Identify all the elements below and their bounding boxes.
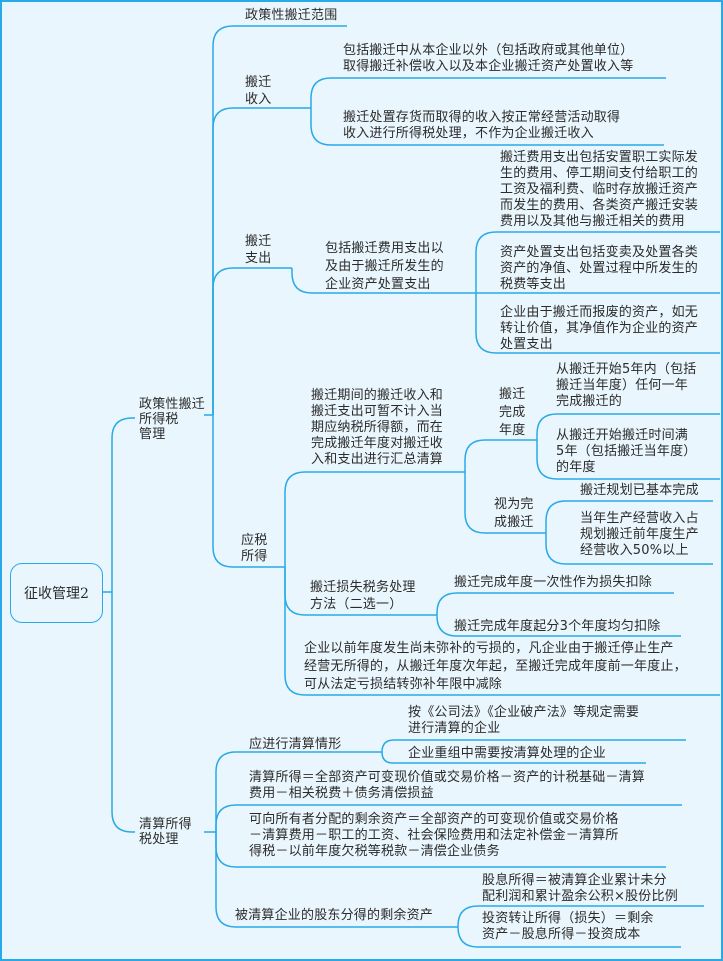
node-income-item-1[interactable]: 包括搬迁中从本企业以外（包括政府或其他单位） 取得搬迁补偿收入以及本企业搬迁资产…	[343, 43, 634, 74]
node-liquidation-income-formula[interactable]: 清算所得＝全部资产可变现价值或交易价格－资产的计税基础－清算 费用－相关税费＋债…	[249, 770, 646, 801]
node-expense-item-3[interactable]: 企业由于搬迁而报废的资产，如无 转让价值，其净值作为企业的资产 处置支出	[500, 305, 699, 352]
node-case-item-2[interactable]: 企业重组中需要按清算处理的企业	[408, 746, 607, 761]
connector-line	[111, 417, 135, 592]
node-deemed-item-1[interactable]: 搬迁规划已基本完成	[580, 483, 699, 498]
node-completion-year[interactable]: 搬迁 完成 年度	[499, 387, 526, 438]
connector-line	[545, 533, 713, 565]
connector-line	[457, 926, 681, 948]
node-shareholders[interactable]: 被清算企业的股东分得的剩余资产	[235, 908, 434, 923]
node-deemed-complete[interactable]: 视为完 成搬迁	[494, 497, 534, 530]
connector-line	[215, 832, 458, 928]
connector-line	[436, 592, 674, 615]
connector-line	[284, 471, 465, 567]
connector-line	[212, 25, 347, 415]
connector-line	[215, 804, 682, 832]
node-shareholder-item-2[interactable]: 投资转让所得（损失）＝剩余 资产－股息所得－投资成本	[482, 911, 654, 942]
node-loss-item-1[interactable]: 搬迁完成年度一次性作为损失扣除	[454, 575, 653, 590]
node-deemed-item-2[interactable]: 当年生产经营收入占 规划搬迁前年度生产 经营收入50%以上	[580, 511, 699, 558]
node-completion-item-1[interactable]: 从搬迁开始5年内（包括 搬迁当年度）任何一年 完成搬迁的	[556, 362, 697, 409]
node-case-item-1[interactable]: 按《公司法》《企业破产法》等规定需要 进行清算的企业	[408, 705, 640, 736]
node-relocation-income[interactable]: 搬迁 收入	[245, 75, 272, 107]
connector-line	[536, 440, 720, 480]
connector-line	[310, 108, 664, 146]
connector-line	[381, 739, 686, 753]
node-distributable-formula[interactable]: 可向所有者分配的剩余资产＝全部资产的可变现价值或交易价格 －清算费用－职工的工资…	[249, 812, 619, 859]
connector-line	[436, 615, 681, 637]
node-deferral[interactable]: 搬迁期间的搬迁收入和 搬迁支出可暂不计入当 期应纳税所得额，而在 完成搬迁年度对…	[311, 388, 444, 467]
connector-line	[310, 77, 666, 108]
node-income-item-2[interactable]: 搬迁处置存货而取得的收入按正常经营活动取得 收入进行所得税处理，不作为企业搬迁收…	[343, 110, 621, 141]
node-liquidation-tax[interactable]: 清算所得 税处理	[139, 817, 192, 847]
node-taxable-income[interactable]: 应税 所得	[241, 533, 268, 564]
node-loss-item-2[interactable]: 搬迁完成年度起分3个年度均匀扣除	[454, 619, 661, 634]
connector-line	[215, 751, 382, 832]
connector-line	[545, 500, 713, 533]
node-loss-treatment[interactable]: 搬迁损失税务处理 方法（二选一）	[310, 580, 416, 612]
connector-line	[111, 592, 135, 833]
root-label: 征收管理2	[24, 586, 89, 602]
connector-line	[381, 751, 646, 764]
root-node[interactable]: 征收管理2	[10, 563, 103, 623]
node-relocation-tax[interactable]: 政策性搬迁 所得税 管理	[139, 397, 206, 442]
connector-line	[212, 415, 285, 568]
connector-line	[212, 267, 292, 415]
connector-line	[475, 231, 720, 293]
connector-line	[464, 472, 546, 534]
node-relocation-scope[interactable]: 政策性搬迁范围	[245, 8, 338, 23]
connector-line	[212, 107, 311, 415]
connector-line	[536, 413, 720, 440]
connector-line	[475, 293, 720, 354]
node-liquidation-cases[interactable]: 应进行清算情形	[249, 737, 342, 752]
connector-line	[291, 268, 476, 294]
node-shareholder-item-1[interactable]: 股息所得＝被清算企业累计未分 配利润和累计盈余公积×股份比例	[482, 873, 678, 904]
node-prior-loss[interactable]: 企业以前年度发生尚未弥补的亏损的，凡企业由于搬迁停止生产 经营无所得的，从搬迁年…	[304, 641, 687, 692]
node-expense-summary[interactable]: 包括搬迁费用支出以 及由于搬迁所发生的 企业资产处置支出	[325, 241, 444, 292]
node-completion-item-2[interactable]: 从搬迁开始搬迁时间满 5年（包括搬迁当年度） 的年度	[556, 428, 697, 475]
connector-line	[457, 905, 704, 927]
node-relocation-expense[interactable]: 搬迁 支出	[245, 234, 272, 266]
connector-line	[464, 439, 537, 472]
node-expense-item-2[interactable]: 资产处置支出包括变卖及处置各类 资产的净值、处置过程中所发生的 税费等支出	[500, 245, 699, 292]
node-expense-item-1[interactable]: 搬迁费用支出包括安置职工实际发 生的费用、停工期间支付给职工的 工资及福利费、临…	[500, 150, 699, 229]
connector-line	[284, 567, 720, 696]
